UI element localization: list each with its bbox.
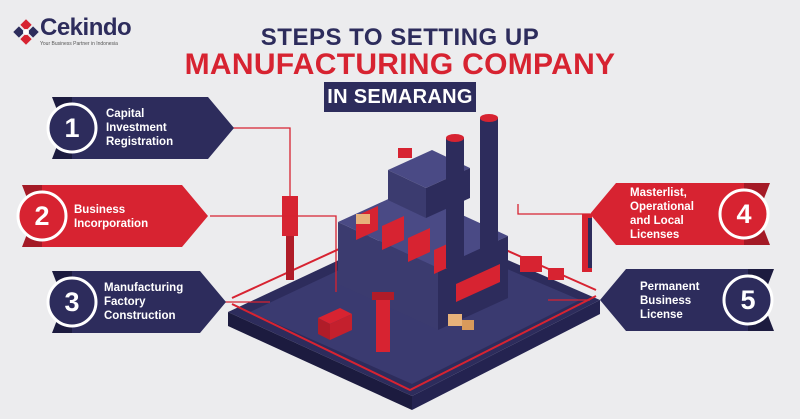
title-line-3: IN SEMARANG [327, 86, 473, 108]
step-2-banner[interactable] [16, 185, 208, 247]
step-5-banner[interactable] [600, 269, 774, 331]
step-4-label-line: and Local [630, 215, 684, 227]
connector-lines [208, 127, 590, 303]
step-4-number: 4 [736, 199, 752, 229]
step-1-banner[interactable] [46, 97, 234, 159]
step-2-label: Business Incorporation [74, 203, 148, 231]
step-1-label: Capital Investment Registration [106, 107, 173, 149]
step-2-number: 2 [34, 201, 50, 231]
brand-tagline: Your Business Partner in Indonesia [40, 41, 118, 47]
brand-name: Cekindo [40, 14, 132, 41]
step-1-number: 1 [64, 113, 80, 143]
step-3-banner[interactable] [46, 271, 226, 333]
title-badge: IN SEMARANG [324, 82, 476, 112]
title-line-1: STEPS TO SETTING UP [260, 24, 540, 51]
cekindo-logo[interactable]: Cekindo Your Business Partner in Indones… [12, 10, 132, 60]
step-2-label-line: Business [74, 204, 126, 216]
step-4-label-line: Masterlist, [630, 187, 687, 199]
step-4-label: Masterlist, Operational and Local Licens… [630, 186, 694, 242]
step-5-number: 5 [740, 285, 756, 315]
step-3-label-line: Manufacturing [104, 282, 184, 294]
step-1-label-line: Registration [106, 136, 174, 148]
step-1-label-line: Capital [106, 108, 145, 120]
step-4-banner[interactable] [590, 183, 770, 245]
step-1-label-line: Investment [106, 122, 167, 134]
step-5-label: Permanent Business License [640, 280, 699, 322]
step-3-number: 3 [64, 287, 80, 317]
step-3-label-line: Factory [104, 296, 146, 308]
step-4-label-line: Operational [630, 201, 694, 213]
step-2-label-line: Incorporation [74, 218, 149, 230]
logo-mark-icon [13, 19, 39, 45]
isometric-factory-icon [228, 114, 600, 410]
step-5-label-line: Business [640, 295, 692, 307]
step-5-label-line: Permanent [640, 281, 700, 293]
step-3-label-line: Construction [104, 310, 176, 322]
step-3-label: Manufacturing Factory Construction [104, 281, 183, 323]
step-5-label-line: License [640, 309, 683, 321]
step-4-label-line: Licenses [630, 229, 680, 241]
title-line-2: MANUFACTURING COMPANY [184, 48, 616, 81]
